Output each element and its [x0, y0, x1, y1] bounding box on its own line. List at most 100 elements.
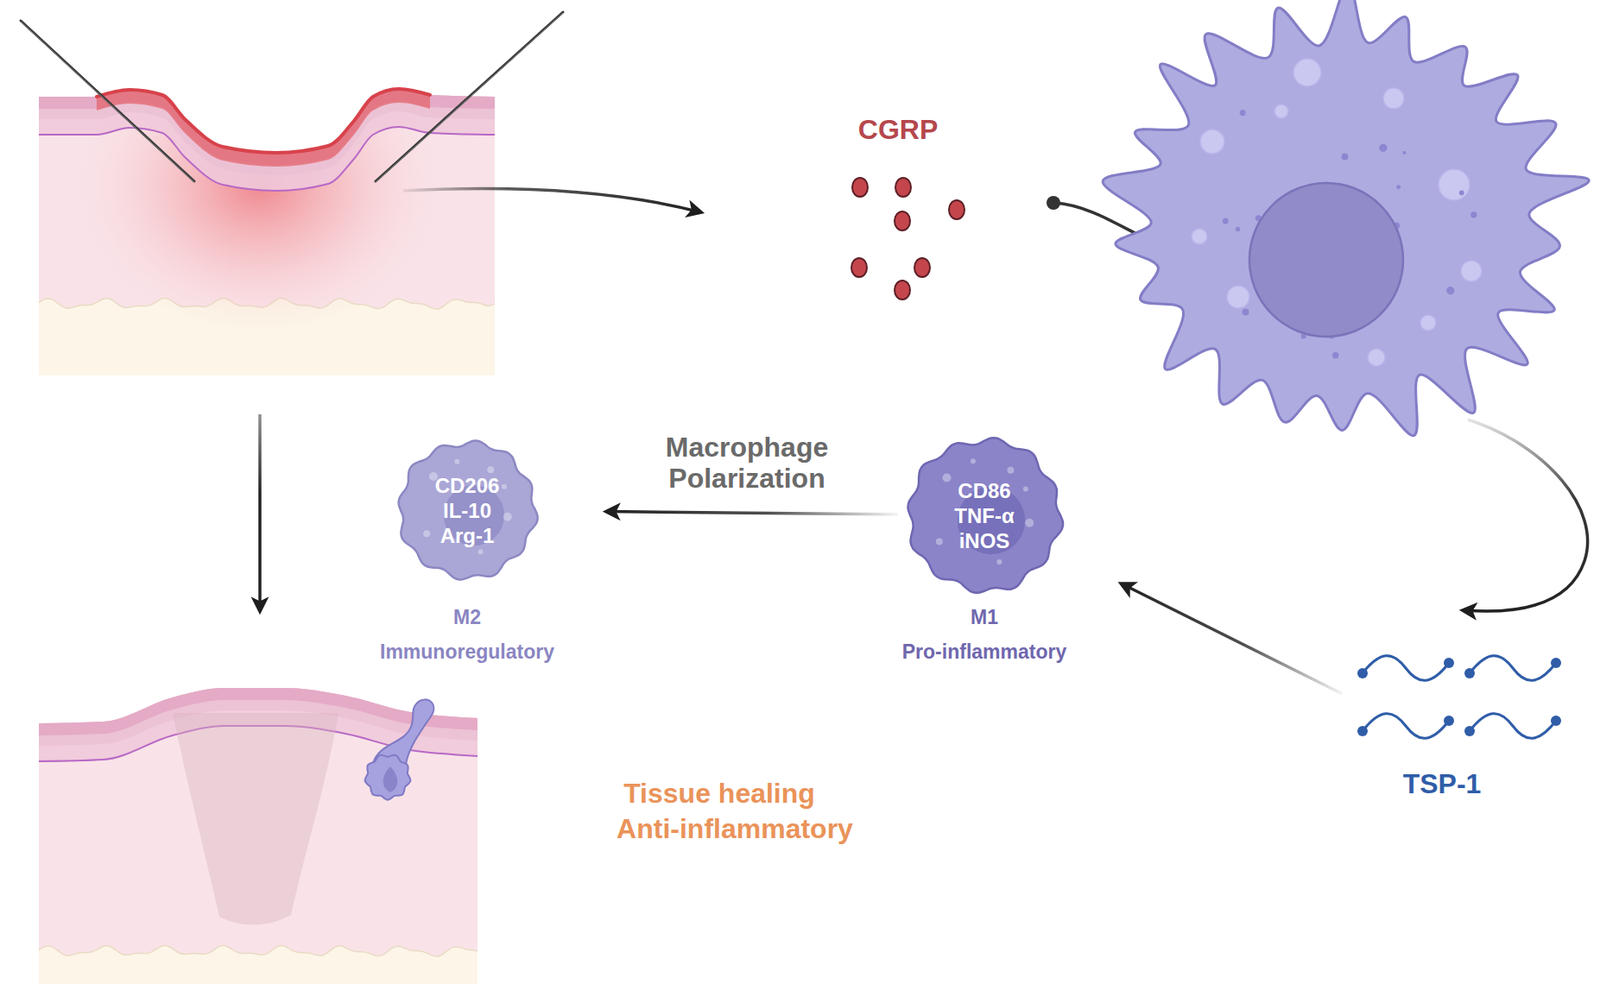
process-arrow — [606, 512, 899, 515]
healed-skin-part — [172, 713, 339, 926]
strand-end — [1464, 726, 1475, 737]
outcome-label: Anti-inflammatory — [518, 811, 951, 847]
resident-cell-part — [383, 766, 399, 793]
healed-skin-part — [38, 945, 478, 984]
strand-end — [1550, 657, 1562, 669]
acupuncture-needle-part — [375, 12, 563, 182]
process-arrow-part — [1462, 419, 1588, 612]
wounded-skin-part — [96, 88, 431, 153]
dendritic-cell-part — [1446, 286, 1455, 295]
strand-end — [1443, 715, 1455, 727]
outcome-label: Tissue healing — [503, 776, 936, 811]
dendritic-cell-part — [1402, 151, 1406, 155]
cell-granule — [935, 537, 943, 545]
peptide-dot — [894, 280, 911, 300]
cell-caption: M1Pro-inflammatory — [811, 600, 1158, 670]
strand-end — [1443, 657, 1455, 669]
healed-skin — [38, 688, 478, 984]
cell-heading: M2 — [294, 600, 640, 635]
dendritic-cell-part — [1460, 260, 1482, 282]
acupuncture-needle-part — [375, 12, 563, 183]
dendritic-cell-part — [1470, 211, 1477, 218]
cell-heading: Immunoregulatory — [294, 634, 640, 670]
dendritic-cell-part — [1242, 309, 1250, 317]
dendritic-cell-part — [1332, 352, 1339, 359]
dendritic-cell-part — [1226, 285, 1250, 309]
dendritic-cell-part — [1249, 183, 1404, 337]
marker-list: CD86TNF-αiNOS — [904, 436, 1064, 595]
macrophage-cell: CD86TNF-αiNOSM1Pro-inflammatory — [904, 436, 1064, 595]
dendritic-cell-part — [1420, 315, 1436, 331]
dendritic-cell-part — [1239, 109, 1246, 116]
protein-group: TSP-1 — [1347, 649, 1574, 807]
dendritic-cell-part — [1396, 184, 1401, 190]
dendritic-cell-part — [1378, 144, 1387, 152]
protein-strand — [1362, 714, 1449, 740]
cell-granule — [1024, 518, 1034, 528]
cell-granule — [454, 459, 460, 465]
macrophage-cell: CD206IL-10Arg-1M2Immunoregulatory — [395, 438, 539, 582]
cell-outline — [908, 437, 1064, 594]
dendritic-cell-part — [1200, 129, 1225, 154]
strand-end — [1357, 668, 1368, 679]
cell-caption: M2Immunoregulatory — [294, 600, 640, 670]
healed-skin-part — [38, 688, 478, 984]
protein-strand — [1362, 656, 1449, 682]
acupuncture-needle — [20, 12, 563, 183]
wounded-skin-part — [38, 88, 495, 191]
protein-strand — [1469, 656, 1556, 682]
peptide-dot — [851, 258, 867, 278]
marker-text: IL-10 — [442, 498, 492, 524]
protein-strand — [1469, 714, 1556, 740]
marker-text: CD206 — [435, 473, 500, 499]
strand-end — [1464, 668, 1475, 679]
dendritic-cell-part — [1102, 0, 1589, 437]
dendritic-cell-part — [1341, 152, 1349, 160]
marker-list: CD206IL-10Arg-1 — [395, 438, 539, 582]
strand-end — [1550, 715, 1562, 727]
cell-granule — [1006, 467, 1014, 475]
molecule-label: CGRP — [841, 112, 955, 147]
dendritic-cell-part — [1222, 218, 1229, 225]
cell-heading: M1 — [811, 600, 1158, 635]
acupuncture-needle-part — [20, 20, 195, 182]
cell-granule — [486, 466, 494, 474]
dendritic-cell-part — [1191, 228, 1208, 245]
receptor-part — [1046, 196, 1061, 210]
dendritic-cell — [1102, 0, 1589, 437]
cell-heading: Pro-inflammatory — [811, 634, 1158, 670]
cell-granule — [478, 549, 484, 555]
dendritic-cell-part — [1293, 58, 1322, 87]
healed-skin-part — [38, 945, 478, 957]
cell-outline — [398, 441, 538, 581]
cell-granule — [942, 474, 952, 483]
peptide-dot — [914, 258, 930, 278]
dendritic-cell-part — [1235, 227, 1240, 232]
edge-label: Macrophage Polarization — [608, 431, 886, 494]
process-arrow-part — [258, 414, 262, 612]
dendritic-cell-part — [1383, 88, 1404, 109]
cell-granule — [1023, 486, 1029, 493]
resident-cell — [365, 699, 435, 800]
wounded-skin — [38, 38, 495, 376]
dendritic-cell-part — [1274, 104, 1289, 119]
process-arrow-part — [403, 189, 702, 213]
peptide-dot — [895, 177, 911, 197]
cell-granule — [996, 559, 1002, 565]
marker-text: iNOS — [959, 528, 1011, 554]
resident-cell-part — [365, 755, 412, 801]
molecule-label: TSP-1 — [1347, 766, 1537, 802]
marker-text: Arg-1 — [440, 523, 495, 549]
marker-text: CD86 — [957, 478, 1011, 504]
peptide-dot — [852, 177, 868, 197]
wounded-skin-part — [96, 88, 431, 167]
cell-granule — [423, 530, 431, 538]
dendritic-cell-part — [1367, 348, 1385, 367]
cell-granule — [970, 458, 976, 464]
peptide-dot — [948, 200, 965, 220]
strand-end — [1357, 726, 1368, 737]
signal-molecule-group: CGRP — [841, 112, 981, 304]
dendritic-cell-part — [1438, 169, 1470, 201]
